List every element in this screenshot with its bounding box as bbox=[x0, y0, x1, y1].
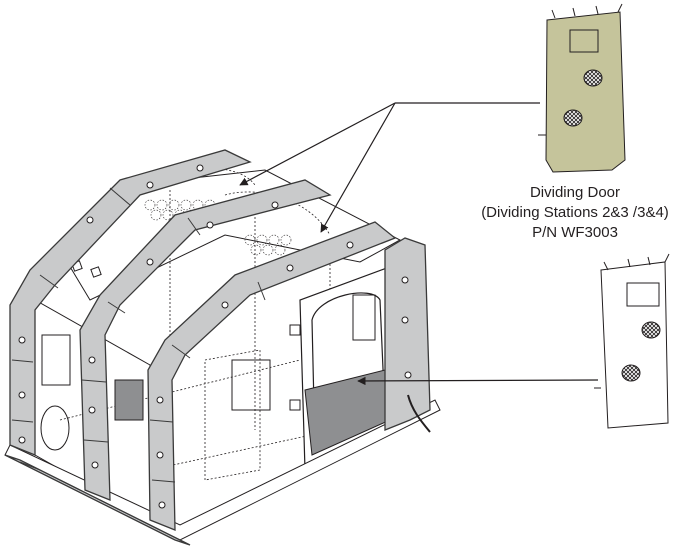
air-beam-arches bbox=[4, 149, 431, 546]
latch-top bbox=[289, 324, 301, 336]
dark-panel-left bbox=[114, 379, 144, 421]
door-vent-lower-outline bbox=[621, 364, 641, 382]
valve-dots bbox=[18, 164, 412, 509]
arch-4 bbox=[384, 237, 431, 431]
leader-arrow-2 bbox=[320, 102, 396, 233]
door-panel-outline bbox=[600, 261, 669, 429]
air-hose bbox=[407, 394, 431, 433]
door-panel-tan bbox=[545, 11, 626, 173]
dividing-door-caption: Dividing Door (Dividing Stations 2&3 /3&… bbox=[470, 183, 680, 243]
tube-seams bbox=[11, 187, 266, 531]
left-wall-details bbox=[40, 260, 102, 451]
base-tube bbox=[4, 454, 191, 546]
door-vent-upper-outline bbox=[641, 321, 661, 339]
leader-arrow-3 bbox=[357, 376, 599, 386]
door-vent-lower-tan bbox=[563, 109, 583, 127]
arch-3 bbox=[147, 221, 397, 531]
inflatable-shelter-illustration bbox=[4, 149, 441, 546]
door-window-tan bbox=[569, 29, 599, 53]
arch-2 bbox=[79, 179, 332, 501]
door-ties-outline bbox=[594, 253, 670, 389]
side-panel bbox=[231, 359, 271, 411]
leader-lines bbox=[239, 102, 599, 386]
door-window-outline bbox=[626, 282, 660, 307]
caption-subtitle: (Dividing Stations 2&3 /3&4) bbox=[481, 204, 669, 221]
caption-part-number: P/N WF3003 bbox=[532, 224, 618, 241]
leader-arrow-1 bbox=[239, 102, 396, 186]
arch-1 bbox=[9, 149, 252, 456]
door-vent-upper-tan bbox=[583, 69, 603, 87]
dividing-door-outline bbox=[594, 253, 670, 429]
latch-bottom bbox=[289, 399, 301, 411]
door-ties-tan bbox=[538, 3, 623, 136]
dividing-door-highlighted bbox=[538, 3, 626, 173]
doorway-window bbox=[352, 294, 376, 341]
caption-title: Dividing Door bbox=[529, 184, 621, 201]
